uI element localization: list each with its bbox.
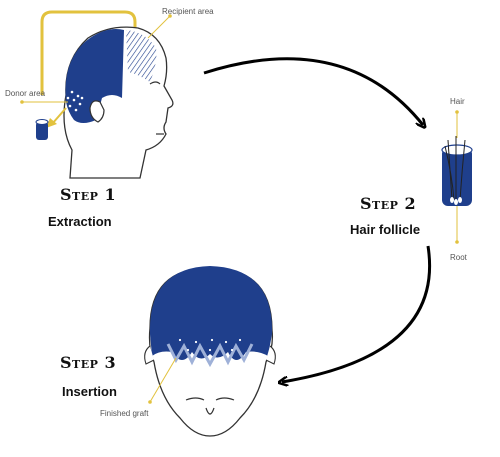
hair-mass [65,29,124,123]
recipient-area-hatch [126,30,157,82]
top-head-hair [149,266,273,360]
right-ear [265,345,276,365]
root-callout: Root [450,206,468,262]
graft-zigzag [166,342,254,368]
nose [205,407,215,415]
arrow-step1-to-step2 [203,57,423,125]
ear [89,100,105,123]
step-1-description: Extraction [48,214,112,229]
root-label: Root [450,253,468,262]
donor-area-callout: Donor area [5,89,68,104]
step-2-description: Hair follicle [350,222,420,237]
transfer-arrow [40,10,137,95]
head-profile-illustration [35,10,174,179]
arrow-step2-to-step3 [282,245,431,382]
donor-area-dots [66,90,84,112]
step-3-title: Step 3 [60,353,116,372]
left-eyebrow [185,397,205,401]
eye [149,81,161,85]
hair-callout: Hair [450,97,465,138]
left-ear [144,345,155,365]
extracted-follicle [35,119,49,140]
extraction-arrowhead [46,118,57,128]
top-head-illustration [144,266,276,437]
hair-label: Hair [450,97,465,106]
recipient-area-label: Recipient area [162,7,214,16]
hair-follicle-illustration [441,136,473,206]
follicle-hairs [444,136,466,201]
right-eyebrow [215,397,235,401]
step-1-title: Step 1 [60,185,116,204]
graft-dots [178,338,242,352]
finished-graft-callout: Finished graft [100,357,177,418]
recipient-area-callout: Recipient area [147,7,214,39]
donor-area-label: Donor area [5,89,46,98]
finished-graft-label: Finished graft [100,409,149,418]
donor-area-label-text: Donor area [5,89,46,98]
step-2-title: Step 2 [360,194,416,213]
extraction-arrow [51,107,67,125]
step-3-description: Insertion [62,384,117,399]
follicle-roots [450,197,462,205]
